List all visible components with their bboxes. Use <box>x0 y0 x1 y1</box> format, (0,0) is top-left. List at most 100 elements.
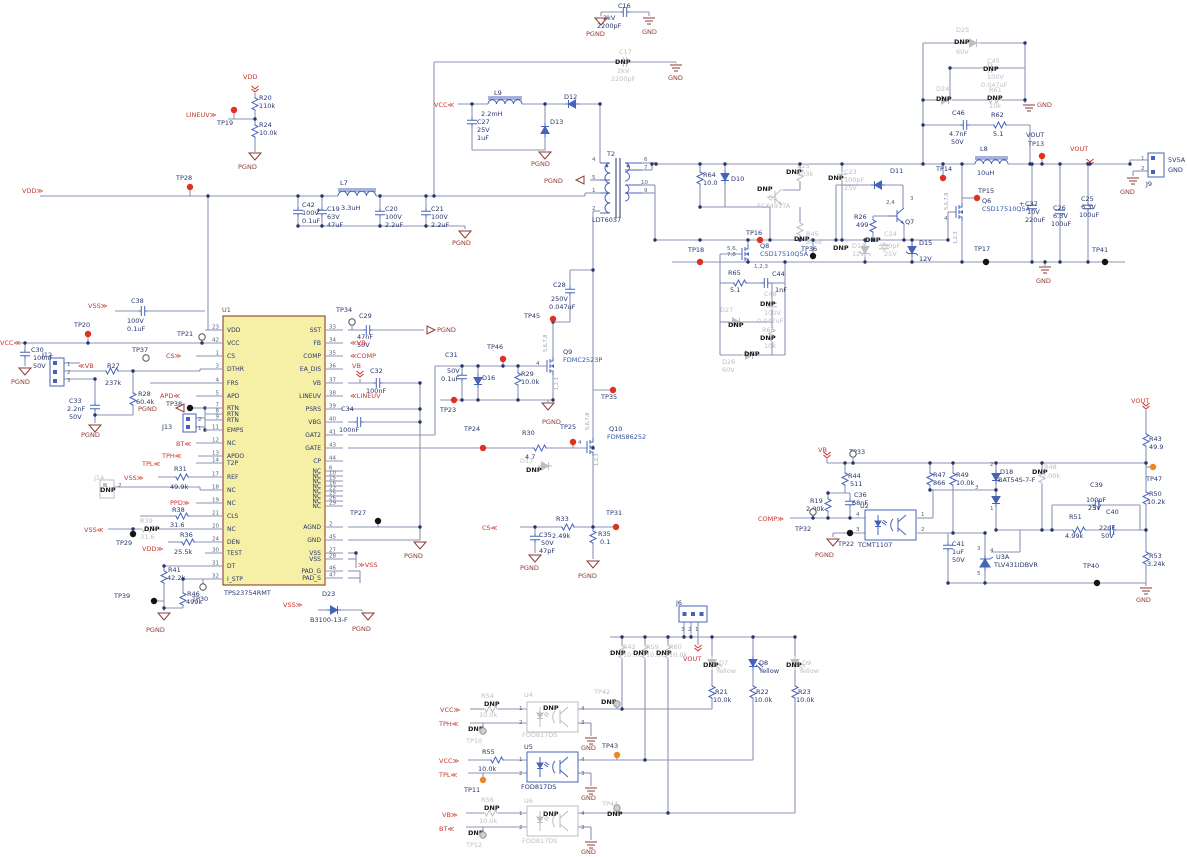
label-7-8: 7,8 <box>727 252 736 258</box>
svg-text:APDO: APDO <box>227 453 244 460</box>
label-bt-: BT≪ <box>176 440 191 448</box>
svg-text:I_STP: I_STP <box>227 576 243 583</box>
label-1nf: 1nF <box>775 286 787 294</box>
label-25v: 25V <box>477 126 490 134</box>
label-u3a: U3A <box>996 553 1010 561</box>
label-u5: U5 <box>524 743 533 751</box>
label-q7: Q7 <box>905 218 914 226</box>
label-tp25: TP25 <box>559 423 576 431</box>
label-c31: C31 <box>445 351 458 359</box>
label--vss: ≫VSS <box>358 561 378 569</box>
label-dnp: DNP <box>833 244 849 252</box>
testpoint-tp47 <box>1149 463 1157 471</box>
label-tp46: TP46 <box>486 343 503 351</box>
svg-text:27: 27 <box>329 548 336 554</box>
label-ldt6037: LDT6037 <box>592 216 621 224</box>
label-r62: R62 <box>991 111 1004 119</box>
label-tp15: TP15 <box>977 187 994 195</box>
label-4: 4 <box>944 216 948 222</box>
label-apd-: APD≪ <box>160 392 180 400</box>
label-0-047uf: 0.047uF <box>757 317 784 325</box>
testpoint-tp29 <box>129 530 137 538</box>
label-dnp: DNP <box>526 466 542 474</box>
label-tp43: TP43 <box>601 742 618 750</box>
label-tp22: TP22 <box>837 540 854 548</box>
label-r23: R23 <box>798 688 811 696</box>
svg-text:4: 4 <box>216 378 220 384</box>
label-l7: L7 <box>340 179 348 187</box>
label-3: 3 <box>910 196 914 202</box>
label-0-047uf: 0.047uF <box>981 81 1008 89</box>
label-c48: C48 <box>764 290 777 298</box>
label-bt-: BT≪ <box>439 825 454 833</box>
svg-text:3: 3 <box>216 364 220 370</box>
label-tp40: TP40 <box>1082 562 1099 570</box>
label-gnd: GND <box>1136 596 1151 604</box>
svg-text:EMPS: EMPS <box>227 427 244 434</box>
label-6-3v: 6.3V <box>1053 212 1068 220</box>
testpoint-tp27 <box>374 517 382 525</box>
label-3: 3 <box>856 527 860 533</box>
label-d18: D18 <box>1000 468 1013 476</box>
label-4: 4 <box>581 706 585 712</box>
label-r30: R30 <box>522 429 535 437</box>
label-gnd: GND <box>668 74 683 82</box>
svg-text:T2P: T2P <box>226 460 238 467</box>
label-l9: L9 <box>494 89 502 97</box>
label-tp13: TP13 <box>1027 140 1044 148</box>
label-100v: 100V <box>764 309 781 317</box>
label-d10: D10 <box>731 175 744 183</box>
label-1-2-3: 1,2,3 <box>754 264 768 270</box>
label-tp17: TP17 <box>973 245 990 253</box>
label-dnp: DNP <box>484 700 500 708</box>
label-dnp: DNP <box>786 168 802 176</box>
svg-text:15: 15 <box>329 476 336 482</box>
svg-text:32: 32 <box>212 574 219 580</box>
label-r22: R22 <box>756 688 769 696</box>
label-r26: R26 <box>854 213 867 221</box>
label-60v: 60V <box>956 48 969 56</box>
label-q10: Q10 <box>609 425 622 433</box>
label-r66: R66 <box>762 326 775 334</box>
label-r44: R44 <box>848 472 861 480</box>
label-pgnd: PGND <box>81 431 100 439</box>
testpoint-tp13 <box>1038 152 1046 160</box>
label-pgnd: PGND <box>11 378 30 386</box>
label-100pf: 100pF <box>1086 496 1107 504</box>
label-1: 1 <box>1141 156 1145 162</box>
label-4: 4 <box>581 757 585 763</box>
label-tp27: TP27 <box>349 509 366 517</box>
label-tpl-: TPL≪ <box>141 460 161 468</box>
label-2: 2 <box>519 771 523 777</box>
label-csd17510q5a: CSD17510Q5A <box>982 205 1031 213</box>
label-10-0: 10.0 <box>703 179 717 187</box>
label-d8: D8 <box>759 659 768 667</box>
label-r54: R54 <box>481 692 494 700</box>
label-4-7: 4.7 <box>525 453 535 461</box>
label-vb: VB <box>352 362 361 370</box>
label-tp29: TP29 <box>115 539 132 547</box>
label-u6: U6 <box>524 797 533 805</box>
svg-text:42: 42 <box>212 338 219 344</box>
label-7: 7 <box>644 165 648 171</box>
label-dnp: DNP <box>633 649 649 657</box>
svg-text:PAD_G: PAD_G <box>301 568 321 575</box>
testpoint-tp32 <box>809 508 817 516</box>
label-vcc-: VCC≫ <box>440 706 461 714</box>
label-b3100-13-f: B3100-13-F <box>310 616 348 624</box>
label-dnp: DNP <box>936 95 952 103</box>
label-dnp: DNP <box>484 804 500 812</box>
label-dnp: DNP <box>610 649 626 657</box>
label-vss-: VSS≫ <box>88 302 108 310</box>
label-tp18: TP18 <box>687 246 704 254</box>
label-u1: U1 <box>222 306 231 314</box>
label-ppd-: PPD≫ <box>170 499 190 507</box>
label-2: 2 <box>118 483 122 489</box>
svg-text:12: 12 <box>212 438 219 444</box>
label-1-2-3: 1,2,3 <box>594 453 600 466</box>
label-r41: R41 <box>168 566 181 574</box>
label-r60: R60 <box>669 643 682 651</box>
label-vdd: VDD <box>243 73 257 81</box>
label-tps23754rmt: TPS23754RMT <box>223 589 271 597</box>
